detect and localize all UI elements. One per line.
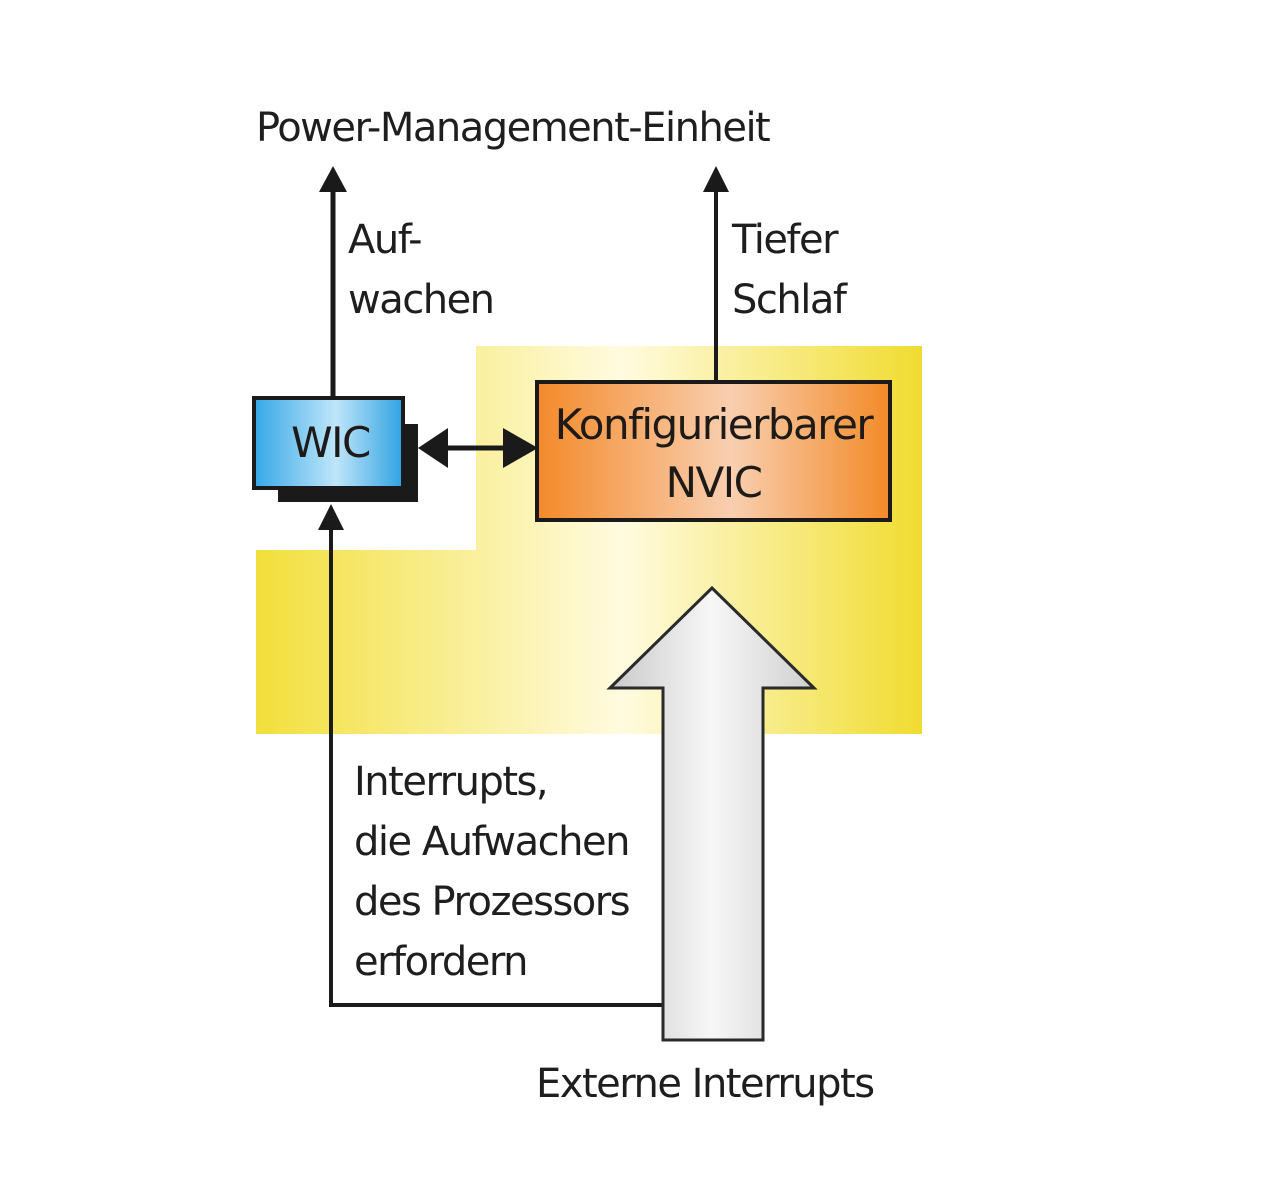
nvic-box — [535, 380, 892, 522]
wic-nvic-arrowhead-right — [503, 428, 538, 468]
wic-label: WIC — [291, 418, 371, 467]
power-management-unit-label: Power-Management-Einheit — [256, 105, 771, 151]
wake-interrupts-line: des Prozessors — [354, 879, 631, 925]
wake-interrupts-line: erfordern — [354, 939, 528, 985]
deepsleep-arrowhead — [703, 166, 729, 192]
wic-box — [252, 396, 405, 490]
wake-interrupt-arrowhead — [318, 504, 344, 530]
external-interrupts-arrow — [606, 585, 818, 1042]
wakeup-label-line2: wachen — [348, 277, 495, 323]
wake-interrupts-line: Interrupts, — [354, 759, 549, 805]
wake-interrupt-line — [329, 528, 662, 1007]
nvic-label-line2: NVIC — [665, 458, 763, 507]
deepsleep-label-line2: Schlaf — [732, 277, 847, 323]
wakeup-arrowhead — [319, 166, 347, 192]
wic-nvic-arrowhead-left — [418, 428, 448, 468]
deepsleep-label-line1: Tiefer — [732, 217, 839, 263]
wakeup-label-line1: Auf- — [348, 217, 423, 263]
wake-interrupts-line: die Aufwachen — [354, 819, 630, 865]
nvic-label-line1: Konfigurierbarer — [554, 400, 874, 449]
external-interrupts-label: Externe Interrupts — [536, 1061, 875, 1107]
